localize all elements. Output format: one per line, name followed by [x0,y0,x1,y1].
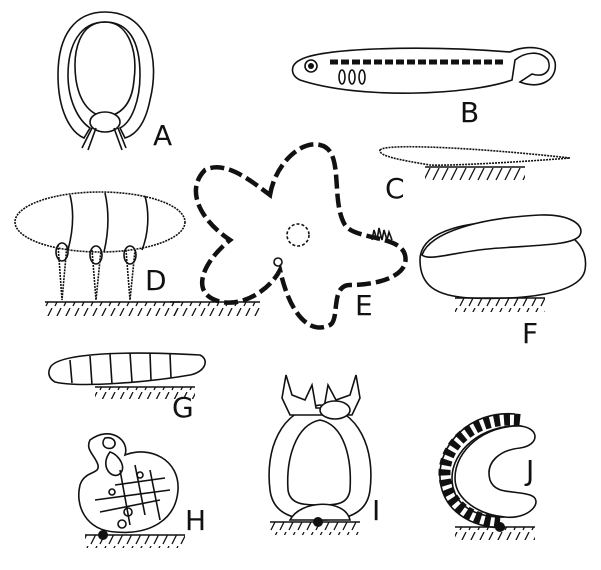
figure-d: D [14,191,186,316]
figure-f: F [419,214,587,350]
label-g: G [172,391,194,424]
label-e: E [355,289,373,322]
figure-c: C [379,145,571,205]
figure-j: J [438,412,537,540]
label-c: C [385,172,405,205]
label-a: A [153,119,172,152]
label-h: H [185,504,206,537]
label-j: J [524,454,534,487]
figure-b: B [291,46,556,129]
label-f: F [522,317,538,350]
figure-a: A [57,11,172,152]
figure-i: I [268,374,380,535]
figure-e: E [170,142,408,330]
figure-h: H [78,433,206,548]
figure-g: G [48,352,206,424]
label-i: I [372,494,380,527]
label-b: B [460,96,479,129]
label-d: D [145,264,167,297]
